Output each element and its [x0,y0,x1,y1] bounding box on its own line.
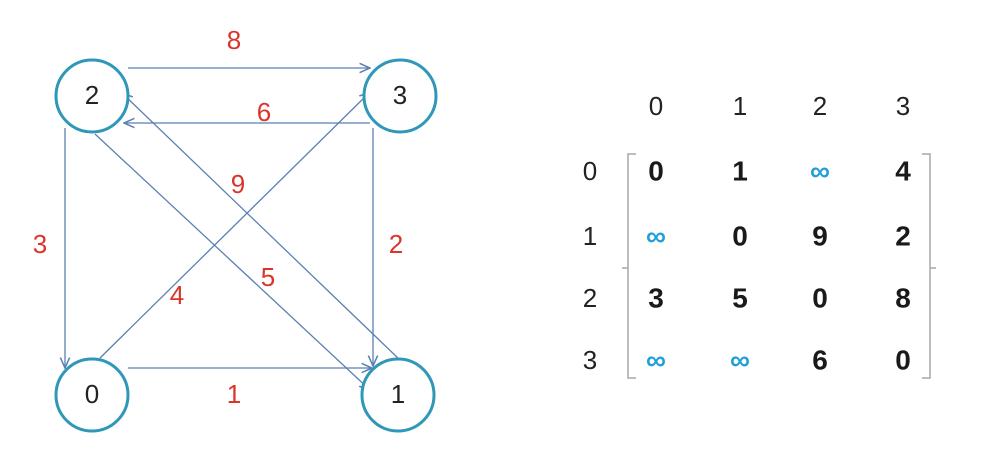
adjacency-matrix: 0 1 2 3 0 1 2 3 0 1 ∞ 4 ∞ 0 9 2 3 5 0 8 ∞ ∞ 6 0 [583,91,936,379]
node-0: 0 [54,357,130,433]
right-bracket [922,153,936,379]
matrix-cell: 5 [732,282,748,313]
node-circle [360,357,436,433]
graph-nodes: 0 1 2 3 [54,58,438,433]
graph-edges [65,68,401,390]
node-label: 0 [85,379,99,409]
node-1: 1 [360,357,436,433]
matrix-cell: 9 [812,220,828,251]
matrix-cell: 0 [732,220,748,251]
left-bracket [622,153,636,379]
matrix-col-header: 1 [733,91,747,121]
matrix-row-header: 1 [583,221,597,251]
node-circle [54,357,130,433]
matrix-cell-infinity: ∞ [810,155,830,186]
matrix-cell-infinity: ∞ [646,220,666,251]
matrix-row-header: 3 [583,345,597,375]
matrix-brackets [622,153,936,379]
edge-weight-1-to-2: 9 [231,169,245,199]
matrix-cell: 6 [812,344,828,375]
matrix-cell: 2 [895,220,911,251]
edge-weights: 8 6 3 2 1 4 9 5 [33,25,403,409]
matrix-cell-infinity: ∞ [646,344,666,375]
edge-2-to-1 [94,133,370,390]
matrix-row-headers: 0 1 2 3 [583,156,597,375]
matrix-cell: 0 [648,155,664,186]
edge-weight-0-to-1: 1 [227,379,241,409]
node-circle [54,58,130,134]
node-circle [362,58,438,134]
edge-0-to-3 [99,92,370,359]
matrix-cell-infinity: ∞ [730,344,750,375]
matrix-cell: 3 [648,282,664,313]
edge-weight-2-to-1: 5 [261,262,275,292]
matrix-col-header: 2 [813,91,827,121]
directed-graph: 8 6 3 2 1 4 9 5 0 1 2 3 [33,25,438,433]
matrix-col-header: 0 [649,91,663,121]
matrix-col-header: 3 [896,91,910,121]
node-2: 2 [54,58,130,134]
edge-weight-0-to-3: 4 [170,280,184,310]
node-3: 3 [362,58,438,134]
node-label: 3 [393,80,407,110]
edge-weight-3-to-1: 2 [389,229,403,259]
matrix-cells: 0 1 ∞ 4 ∞ 0 9 2 3 5 0 8 ∞ ∞ 6 0 [646,155,911,375]
matrix-cell: 4 [895,155,911,186]
matrix-cell: 1 [732,155,748,186]
edge-weight-2-to-0: 3 [33,229,47,259]
matrix-cell: 8 [895,282,911,313]
matrix-cell: 0 [895,344,911,375]
matrix-cell: 0 [812,282,828,313]
edge-1-to-2 [122,93,401,361]
edge-weight-3-to-2: 6 [257,97,271,127]
matrix-row-header: 2 [583,283,597,313]
node-label: 1 [391,379,405,409]
node-label: 2 [85,80,99,110]
edge-weight-2-to-3: 8 [227,25,241,55]
matrix-column-headers: 0 1 2 3 [649,91,910,121]
matrix-row-header: 0 [583,156,597,186]
